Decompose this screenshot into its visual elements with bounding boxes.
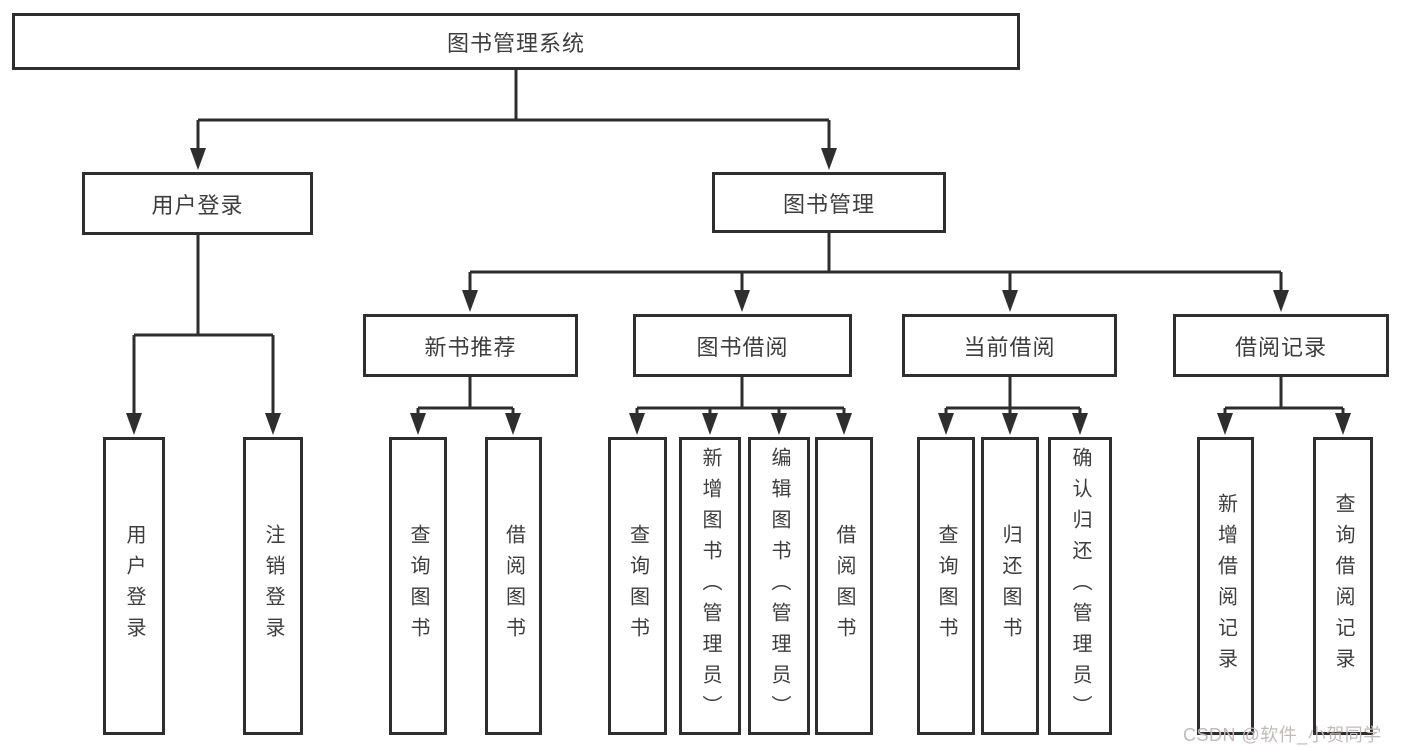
node-borrowing-records: 借阅记录 — [1173, 314, 1389, 377]
node-leaf-edit-books-admin: 编辑图书（管理员） — [748, 437, 810, 735]
node-book-management-branch: 图书管理 — [712, 172, 946, 233]
node-leaf-query-books-recommend: 查询图书 — [389, 437, 447, 735]
node-leaf-query-books-borrowing: 查询图书 — [608, 437, 667, 735]
node-current-borrowing: 当前借阅 — [902, 314, 1117, 377]
node-book-borrowing: 图书借阅 — [633, 314, 852, 377]
arrowheads — [126, 148, 1351, 435]
node-leaf-query-books-current: 查询图书 — [917, 437, 975, 735]
node-leaf-borrow-books-borrowing: 借阅图书 — [815, 437, 873, 735]
node-leaf-query-borrow-record: 查询借阅记录 — [1313, 437, 1373, 735]
node-user-login-branch: 用户登录 — [82, 172, 313, 235]
csdn-watermark: CSDN @软件_小贺同学 — [1183, 725, 1382, 745]
node-leaf-return-books: 归还图书 — [981, 437, 1039, 735]
tree-edges — [132, 70, 1345, 415]
node-leaf-user-login: 用户登录 — [103, 437, 165, 735]
node-leaf-add-borrow-record: 新增借阅记录 — [1197, 437, 1254, 735]
node-library-management-system: 图书管理系统 — [12, 13, 1020, 70]
node-leaf-confirm-return-admin: 确认归还（管理员） — [1048, 437, 1112, 735]
node-leaf-borrow-books-recommend: 借阅图书 — [485, 437, 542, 735]
node-leaf-add-books-admin: 新增图书（管理员） — [679, 437, 741, 735]
node-leaf-logout: 注销登录 — [243, 437, 303, 735]
node-new-book-recommendation: 新书推荐 — [363, 314, 578, 377]
